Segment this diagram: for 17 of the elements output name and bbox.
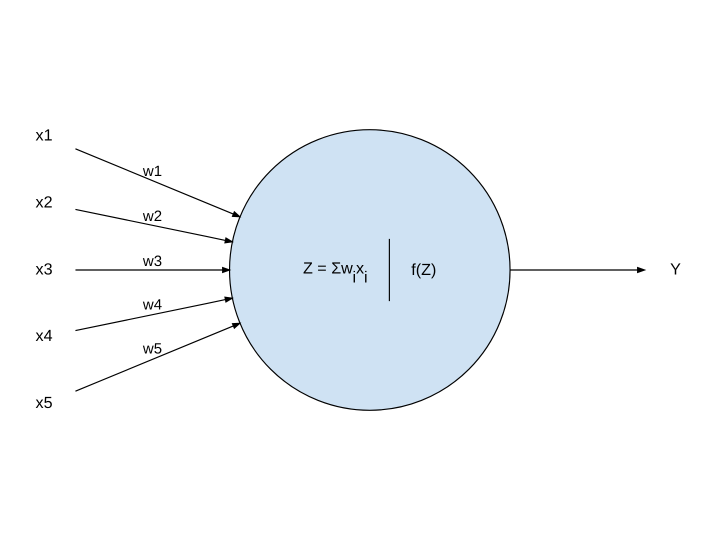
node-text: x5 xyxy=(36,394,53,412)
node-text: x4 xyxy=(36,327,53,346)
arrow xyxy=(510,266,646,274)
node-text: x3 xyxy=(36,260,53,278)
arrow xyxy=(75,296,234,332)
edge-label: w5 xyxy=(142,340,162,358)
arrow xyxy=(75,322,242,392)
node-text: Y xyxy=(670,260,681,278)
arrow xyxy=(75,266,232,274)
edge-label: w4 xyxy=(142,296,162,314)
edge-label: w1 xyxy=(142,162,162,180)
edge-label: w3 xyxy=(142,252,162,270)
node-text: x2 xyxy=(36,193,53,212)
arrow xyxy=(75,208,234,244)
node-text: x1 xyxy=(36,126,53,145)
edge-label: w2 xyxy=(142,208,162,225)
arrow xyxy=(75,148,242,218)
